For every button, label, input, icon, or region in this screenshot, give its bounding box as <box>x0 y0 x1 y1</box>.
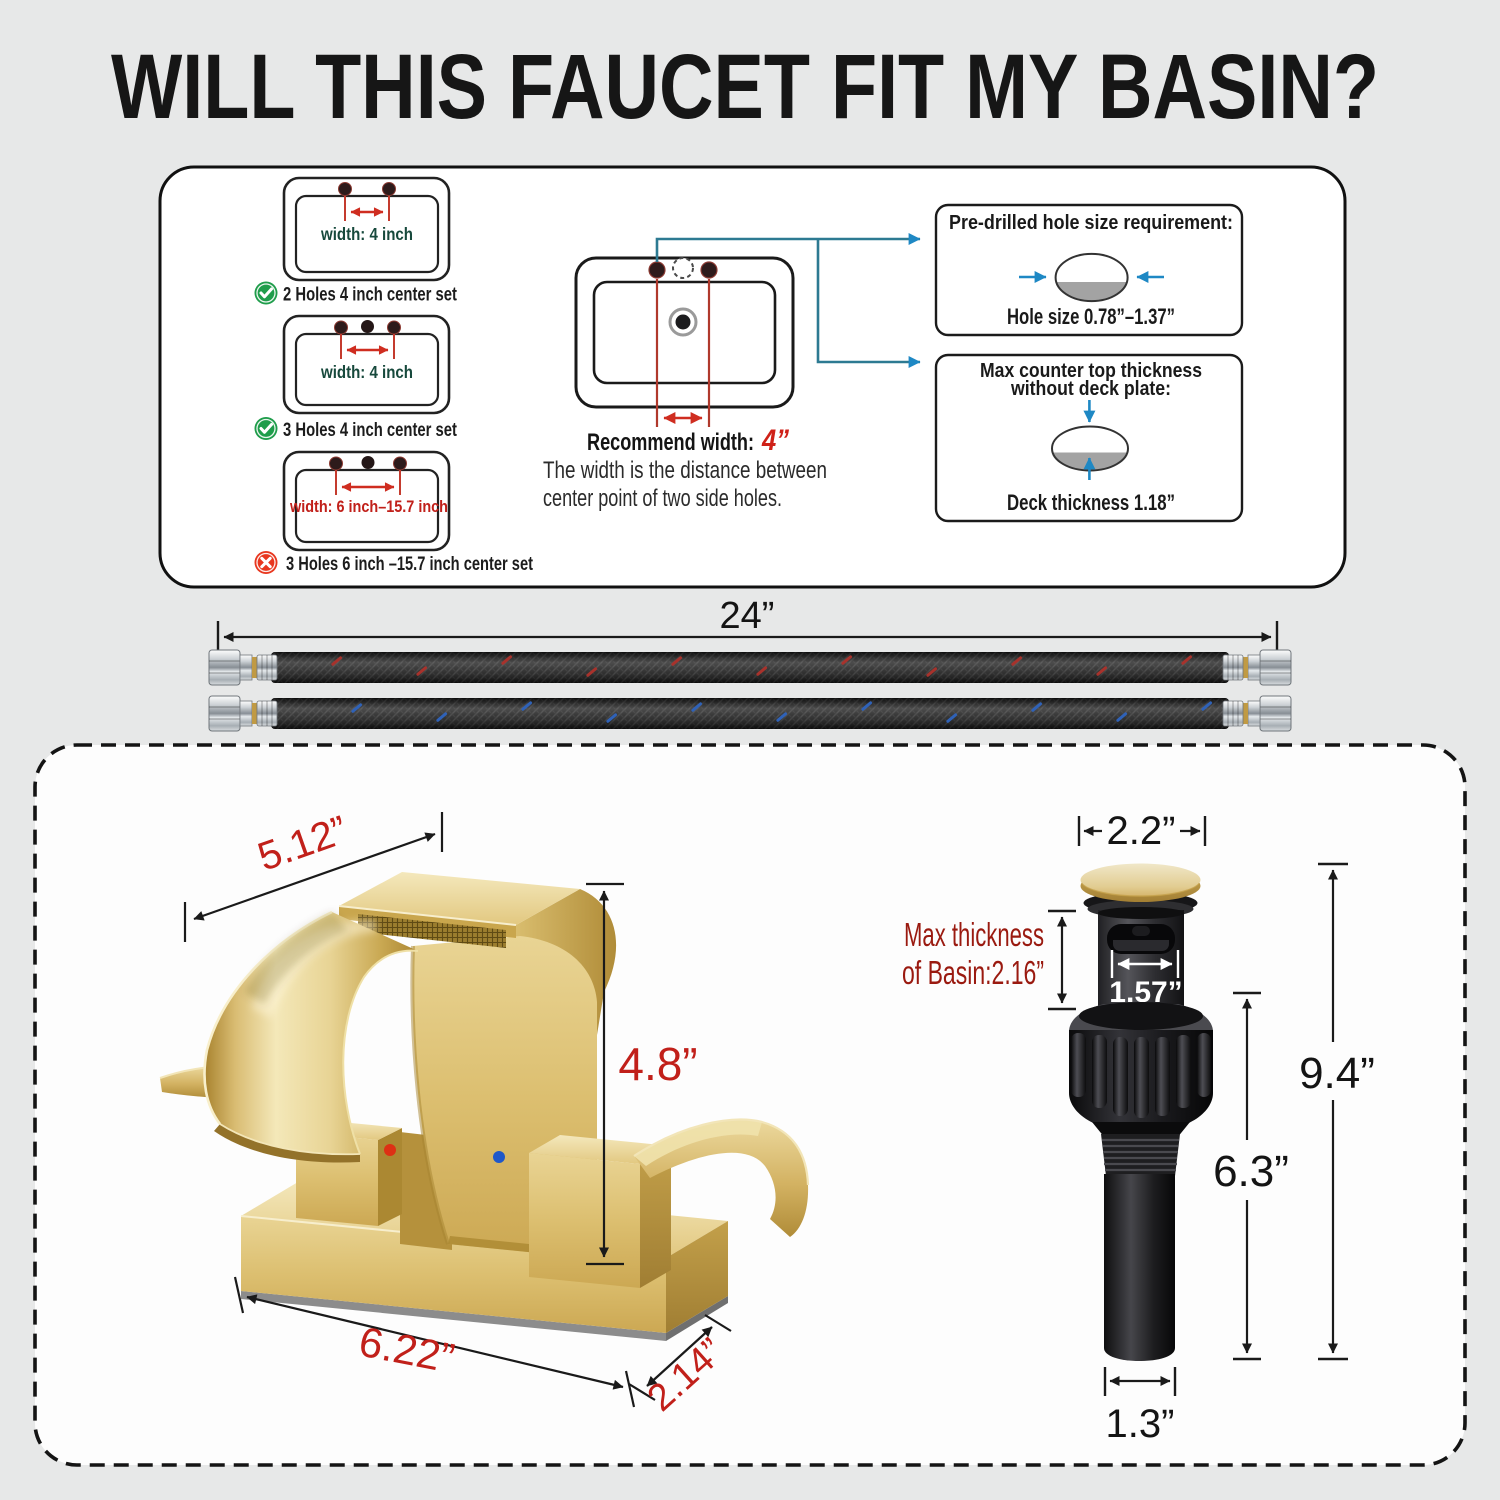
option-row-1: 2 Holes 4 inch center set <box>254 281 457 306</box>
max-basin-line2: of Basin:2.16” <box>902 954 1044 991</box>
hot-indicator-dot <box>384 1144 396 1156</box>
hole-size-title: Pre-drilled hole size requirement: <box>949 212 1233 234</box>
hole-illustration <box>1019 252 1164 303</box>
faucet-hole <box>648 261 666 279</box>
hose-blue-flecks <box>351 701 1213 723</box>
check-icon <box>254 281 278 305</box>
hose-structure <box>208 649 1292 686</box>
cold-indicator-dot <box>493 1151 505 1163</box>
faucet-hole <box>393 456 407 471</box>
deck-title-line1: Max counter top thickness <box>980 360 1202 382</box>
faucet-hole <box>334 320 348 335</box>
faucet-right-lever <box>634 1119 809 1237</box>
dim-total-height: 9.4” <box>1299 862 1375 1361</box>
dim-height: 4.8” <box>586 882 698 1266</box>
faucet-hole <box>382 182 396 196</box>
hose-fitting-left <box>208 649 278 686</box>
drain-hole-center <box>675 314 691 330</box>
option-row-2: 3 Holes 4 inch center set <box>254 417 457 441</box>
recommend-label: Recommend width: <box>587 429 754 456</box>
faucet-hole <box>338 182 352 196</box>
width-label: width: 6 inch–15.7 inch <box>289 497 448 516</box>
faucet-hole <box>700 261 718 279</box>
drain-tail-pipe <box>1104 1174 1175 1361</box>
hose-red-flecks <box>331 655 1193 677</box>
hose-length-dimension: 24” <box>216 595 1279 653</box>
faucet-hole <box>361 456 375 469</box>
connector-arrows <box>655 233 921 368</box>
drain-mounting-nut <box>1069 1002 1213 1138</box>
option-row-3: 3 Holes 6 inch –15.7 inch center set <box>254 551 533 575</box>
dim-pipe-width-label: 1.3” <box>1106 1402 1175 1446</box>
dim-pipe-width: 1.3” <box>1103 1367 1177 1446</box>
faucet-waterfall-spout <box>203 910 419 1163</box>
check-icon <box>254 417 278 440</box>
deck-thickness-value: Deck thickness 1.18” <box>1007 490 1175 515</box>
cross-icon <box>254 551 278 574</box>
recommended-sink-diagram: Recommend width: 4” The width is the dis… <box>543 256 827 512</box>
dim-tail-height: 6.3” <box>1213 991 1289 1361</box>
width-label: width: 4 inch <box>320 362 413 382</box>
faucet-hole <box>329 456 343 471</box>
dim-cap-width: 2.2” <box>1077 809 1207 853</box>
aerator-mesh <box>358 914 506 948</box>
dim-total-height-label: 9.4” <box>1299 1049 1375 1098</box>
option-label: 3 Holes 4 inch center set <box>283 419 457 441</box>
sink-option-3holes-4inch: width: 4 inch <box>282 314 451 415</box>
dim-tail-height-label: 6.3” <box>1213 1147 1289 1196</box>
drain-illustration: 1.57” <box>902 809 1375 1446</box>
deck-illustration <box>1051 400 1129 480</box>
compatibility-panel: width: 4 inch 2 Holes 4 inch center set … <box>158 165 1347 589</box>
hose-cold <box>208 695 1292 732</box>
hole-size-box: Pre-drilled hole size requirement: Hole … <box>934 203 1244 337</box>
supply-hoses: 24” <box>208 595 1292 732</box>
deck-thickness-box: Max counter top thickness without deck p… <box>934 353 1244 523</box>
faucet-hole <box>361 320 374 333</box>
drain-cap <box>1080 863 1201 902</box>
option-label: 2 Holes 4 inch center set <box>283 284 457 306</box>
sink-option-3holes-wide: width: 6 inch–15.7 inch <box>282 450 451 552</box>
drain-threads <box>1101 1134 1180 1176</box>
drain-dimensions: 2.2” Max thickness of Basin:2.16” 9.4” 6… <box>902 809 1375 1446</box>
hose-fitting-right <box>1222 649 1292 686</box>
width-label: width: 4 inch <box>320 224 413 244</box>
dim-cap-width-label: 2.2” <box>1107 809 1176 853</box>
deck-title-line2: without deck plate: <box>1010 378 1171 400</box>
hose-length-label: 24” <box>720 595 775 637</box>
faucet-hole <box>387 320 401 335</box>
max-basin-line1: Max thickness <box>904 916 1044 953</box>
page-title: WILL THIS FAUCET FIT MY BASIN? <box>111 36 1379 138</box>
dim-height-label: 4.8” <box>618 1038 697 1090</box>
hole-size-value: Hole size 0.78”–1.37” <box>1007 304 1175 329</box>
dim-basin-thickness: Max thickness of Basin:2.16” <box>902 909 1076 1011</box>
sink-option-2holes: width: 4 inch <box>282 176 451 282</box>
recommend-value: 4” <box>761 424 789 457</box>
optional-hole-dashed <box>672 257 694 279</box>
recommend-note-line2: center point of two side holes. <box>543 485 782 512</box>
option-label: 3 Holes 6 inch –15.7 inch center set <box>286 553 533 575</box>
recommend-note-line1: The width is the distance between <box>543 457 827 484</box>
